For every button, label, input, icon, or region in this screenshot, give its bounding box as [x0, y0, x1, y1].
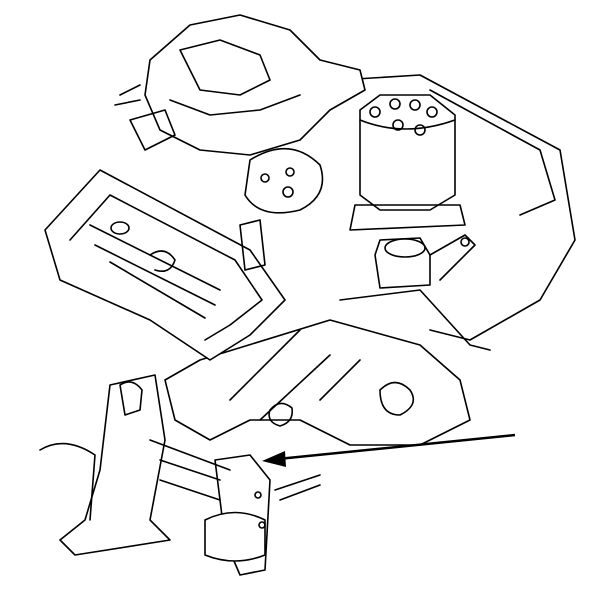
carburetor [114, 14, 366, 156]
distributor [349, 94, 466, 231]
valve-cover [44, 169, 286, 361]
callout-arrow [262, 433, 516, 467]
engine-block [164, 74, 576, 446]
water-pump-pulley [239, 147, 324, 271]
engine-mount [39, 374, 321, 576]
oil-filler [374, 234, 476, 289]
